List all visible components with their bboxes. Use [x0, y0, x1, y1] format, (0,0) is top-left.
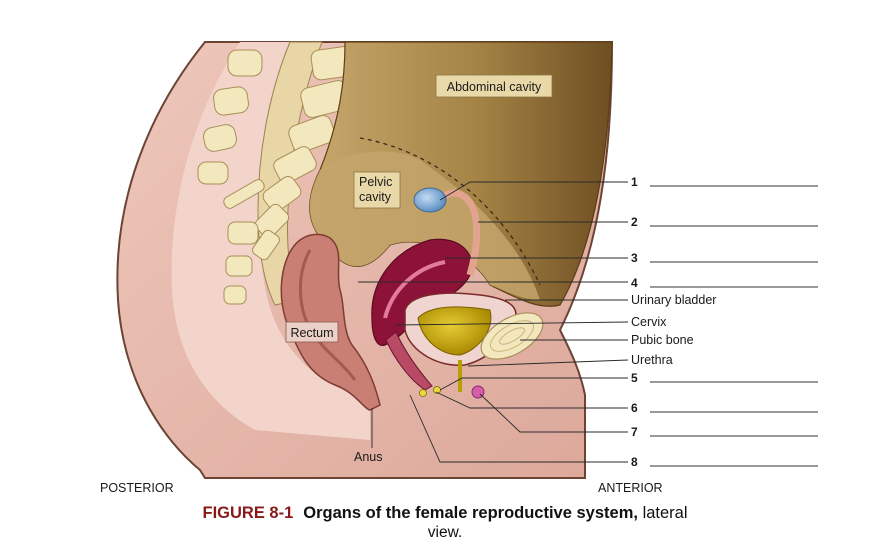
- figure-title: Organs of the female reproductive system…: [303, 504, 638, 522]
- pubic-bone: [480, 312, 544, 360]
- pelvic-cavity-label-2: cavity: [359, 190, 392, 204]
- spine: [197, 41, 358, 306]
- callout-2: 2: [631, 215, 638, 229]
- figure-number: FIGURE 8-1: [202, 504, 294, 522]
- callout-4: 4: [631, 276, 638, 290]
- abdominal-cavity-label-box: [435, 74, 553, 98]
- figure-title-rest: lateral: [642, 504, 688, 522]
- callouts: 1 2 3 4 Urinary bladder Cervix Pubic bon…: [631, 175, 818, 469]
- leader-lines: [358, 181, 629, 463]
- abdominal-cavity-label: Abdominal cavity: [447, 80, 542, 94]
- callout-urinary-bladder: Urinary bladder: [631, 293, 716, 307]
- callout-1: 1: [631, 175, 638, 189]
- callout-3: 3: [631, 251, 638, 265]
- callout-5: 5: [631, 371, 638, 385]
- uterus: [371, 238, 473, 346]
- pelvic-brim-line: [359, 137, 541, 286]
- rectum-label-box: [285, 321, 339, 343]
- callout-pubic-bone: Pubic bone: [631, 333, 694, 347]
- figure-title-continuation: view.: [427, 524, 463, 541]
- figure-caption: FIGURE 8-1 Organs of the female reproduct…: [0, 503, 890, 543]
- callout-7: 7: [631, 425, 638, 439]
- callout-cervix: Cervix: [631, 315, 667, 329]
- callout-6: 6: [631, 401, 638, 415]
- callout-8: 8: [631, 455, 638, 469]
- anus-label: Anus: [354, 450, 383, 464]
- rectum-label: Rectum: [290, 326, 333, 340]
- posterior-label: POSTERIOR: [100, 481, 174, 495]
- ovary: [413, 187, 447, 213]
- vagina: [385, 331, 433, 391]
- anterior-label: ANTERIOR: [598, 481, 663, 495]
- pelvic-cavity-label-1: Pelvic: [359, 175, 392, 189]
- gland-dot-1: [419, 389, 427, 397]
- pelvic-cavity-label-box: [353, 171, 401, 209]
- fallopian-tube: [437, 189, 481, 276]
- callout-urethra: Urethra: [631, 353, 673, 367]
